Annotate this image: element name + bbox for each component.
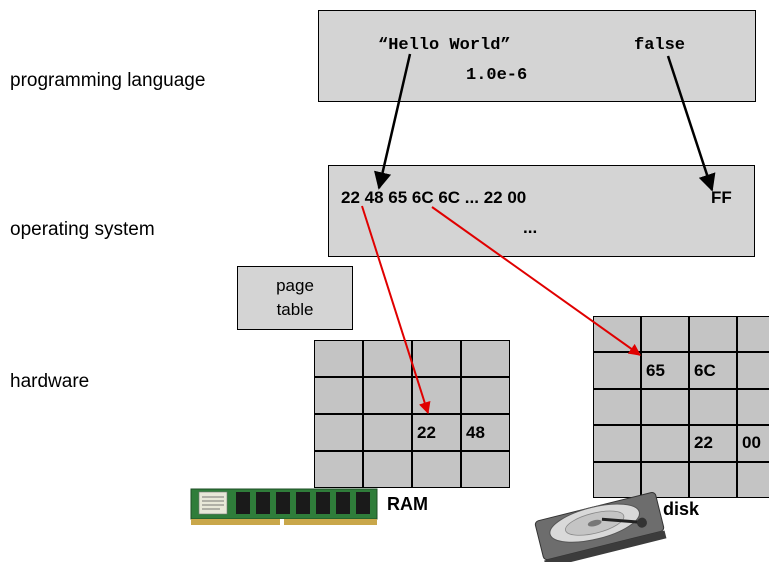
bool-value: false: [634, 36, 686, 55]
disk-cell: [689, 388, 737, 426]
disk-cell: 00: [737, 425, 769, 462]
ram-cell: [363, 377, 412, 414]
disk-cell: [593, 316, 641, 353]
ram-cell: 48: [461, 414, 510, 451]
disk-cell: [737, 461, 769, 498]
disk-cell: 65: [641, 352, 689, 389]
ram-cell: [461, 340, 510, 377]
ram-cell: [314, 451, 363, 488]
label-hardware: hardware: [10, 371, 90, 392]
ram-cell: [314, 414, 363, 451]
ram-label: RAM: [387, 494, 428, 514]
operating-system-box: [328, 165, 755, 257]
disk-cell: [641, 425, 689, 462]
label-programming-language: programming language: [10, 70, 206, 91]
disk-cell: [737, 388, 769, 426]
ram-cell: [363, 451, 412, 488]
label-operating-system: operating system: [10, 219, 155, 240]
disk-cell: [641, 461, 689, 498]
programming-language-box: [318, 10, 756, 102]
os-bytes: 22 48 65 6C 6C ... 22 00: [341, 188, 527, 207]
float-value: 1.0e-6: [466, 66, 528, 85]
ram-cell: [363, 414, 412, 451]
ram-cell: [412, 377, 461, 414]
ram-cell: [461, 451, 510, 488]
page-table-box: page table: [237, 266, 353, 330]
disk-cell: [689, 316, 737, 353]
disk-cell: [737, 352, 769, 389]
page-table-line1: page: [276, 276, 314, 295]
disk-cell: [593, 352, 641, 389]
disk-cell: [593, 425, 641, 462]
page-table-line2: table: [276, 300, 314, 319]
ram-cell: [314, 377, 363, 414]
os-byte-ff: FF: [711, 188, 732, 207]
disk-cell: 22: [689, 425, 737, 462]
disk-cell: [689, 461, 737, 498]
ram-cell: [461, 377, 510, 414]
disk-cell: [641, 316, 689, 353]
disk-cell: [641, 388, 689, 426]
ram-cell: [412, 340, 461, 377]
disk-cell: [593, 388, 641, 426]
string-value: “Hello World”: [378, 36, 511, 55]
disk-cell: 6C: [689, 352, 737, 389]
ram-cell: [412, 451, 461, 488]
ram-cell: [363, 340, 412, 377]
ram-cell: 22: [412, 414, 461, 451]
os-ellipsis: ...: [523, 218, 538, 237]
disk-cell: [737, 316, 769, 353]
disk-cell: [593, 461, 641, 498]
ram-cell: [314, 340, 363, 377]
disk-label: disk: [663, 499, 700, 519]
